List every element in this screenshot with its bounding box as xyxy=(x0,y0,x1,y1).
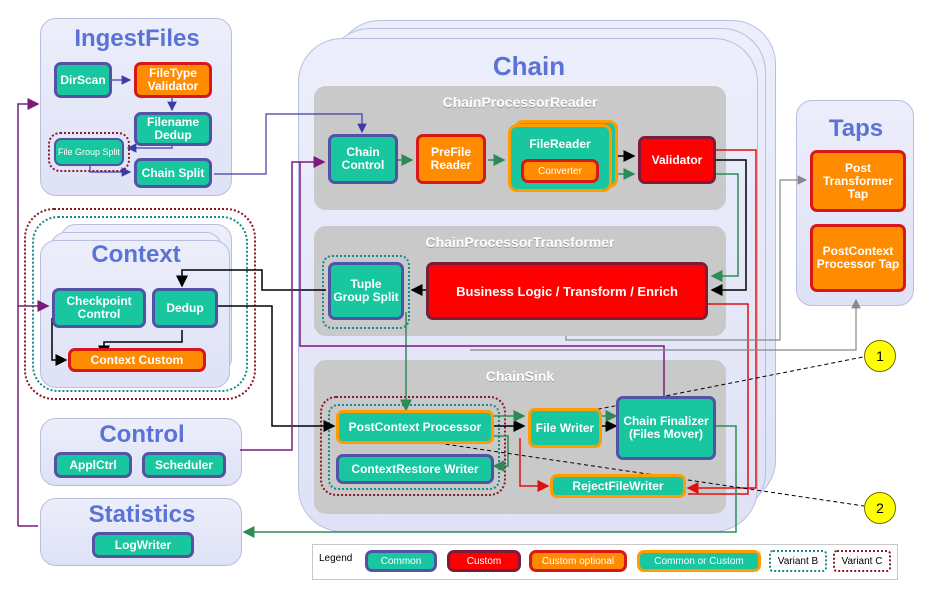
marker-1-line xyxy=(583,355,869,413)
chain-control-box[interactable]: Chain Control xyxy=(328,134,398,184)
statistics-title: Statistics xyxy=(88,501,196,528)
edge-postcontext-reject xyxy=(519,438,550,492)
reader-title: ChainProcessorReader xyxy=(442,94,598,110)
sink-variant-b-outline xyxy=(328,404,500,490)
edge-postcontext-restore xyxy=(492,435,509,472)
tuple-group-split-variant-b-outline xyxy=(322,255,410,329)
edge-postcontext-tap xyxy=(470,298,861,351)
edge-tuple-dedup xyxy=(176,269,326,291)
edge-finalizer-logwriter xyxy=(242,425,737,538)
edge-validator-reject xyxy=(686,149,757,494)
filereader-label: FileReader xyxy=(529,137,591,151)
edge-validator-business-black xyxy=(710,159,747,296)
dirscan-box[interactable]: DirScan xyxy=(54,62,112,98)
legend-title: Legend xyxy=(319,553,353,564)
legend-custom-optional: Custom optional xyxy=(529,550,627,572)
edge-control-chaincontrol xyxy=(240,156,326,451)
legend-custom: Custom xyxy=(447,550,521,572)
context-custom-box[interactable]: Context Custom xyxy=(68,348,206,372)
validator-box[interactable]: Validator xyxy=(638,136,716,184)
edge-validator-business-green xyxy=(710,173,739,282)
filetype-validator-box[interactable]: FileType Validator xyxy=(134,62,212,98)
tuple-group-split-box[interactable]: Tuple Group Split xyxy=(328,262,404,320)
converter-box[interactable]: Converter xyxy=(521,159,599,183)
rejectfilewriter-box[interactable]: RejectFileWriter xyxy=(550,474,686,498)
marker-2-line xyxy=(403,437,865,507)
applctrl-box[interactable]: ApplCtrl xyxy=(54,452,132,478)
sink-variant-c-outline xyxy=(320,396,506,496)
edge-dedup-postcontext xyxy=(218,305,336,432)
context-variant-c-outline xyxy=(24,208,256,400)
business-logic-box[interactable]: Business Logic / Transform / Enrich xyxy=(426,262,708,320)
edge-business-reject xyxy=(688,303,749,495)
edge-transformer-tap xyxy=(565,175,808,341)
sink-title: ChainSink xyxy=(485,368,555,384)
context-variant-b-outline xyxy=(32,216,248,392)
legend-common-or-custom: Common or Custom xyxy=(637,550,761,572)
edge-checkpoint-contextcustom xyxy=(51,318,68,366)
filename-dedup-box[interactable]: Filename Dedup xyxy=(134,112,212,146)
edge-chainsplit-chaincontrol xyxy=(214,113,367,175)
chain-split-box[interactable]: Chain Split xyxy=(134,158,212,188)
prefile-reader-box[interactable]: PreFile Reader xyxy=(416,134,486,184)
post-transformer-tap-box[interactable]: Post Transformer Tap xyxy=(810,150,906,212)
postcontext-processor-box[interactable]: PostContext Processor xyxy=(336,410,494,444)
edge-statistics-ingest xyxy=(17,98,40,526)
legend-variant-b: Variant B xyxy=(769,550,827,572)
legend: Legend Common Custom Custom optional Com… xyxy=(312,544,898,580)
ingestfiles-title: IngestFiles xyxy=(74,25,200,52)
file-group-split-box[interactable]: File Group Split xyxy=(54,138,124,166)
scheduler-box[interactable]: Scheduler xyxy=(142,452,226,478)
postcontext-processor-tap-box[interactable]: PostContext Processor Tap xyxy=(810,224,906,292)
dedup-box[interactable]: Dedup xyxy=(152,288,218,328)
legend-variant-c: Variant C xyxy=(833,550,891,572)
legend-common: Common xyxy=(365,550,437,572)
transformer-title: ChainProcessorTransformer xyxy=(425,234,615,250)
logwriter-box[interactable]: LogWriter xyxy=(92,532,194,558)
checkpoint-control-box[interactable]: Checkpoint Control xyxy=(52,288,146,328)
control-title: Control xyxy=(99,421,185,448)
file-writer-box[interactable]: File Writer xyxy=(528,408,602,448)
taps-title: Taps xyxy=(828,115,884,142)
marker-1-circle: 1 xyxy=(864,340,896,372)
edge-filegroupsplit-chainsplit xyxy=(89,164,132,177)
marker-2-circle: 2 xyxy=(864,492,896,524)
edge-chaincontrol-finalizer xyxy=(299,162,665,396)
filereader-box[interactable]: FileReader Converter xyxy=(508,124,612,192)
chain-finalizer-box[interactable]: Chain Finalizer (Files Mover) xyxy=(616,396,716,460)
chain-title: Chain xyxy=(492,51,566,81)
context-title: Context xyxy=(91,241,181,268)
contextrestore-writer-box[interactable]: ContextRestore Writer xyxy=(336,454,494,484)
